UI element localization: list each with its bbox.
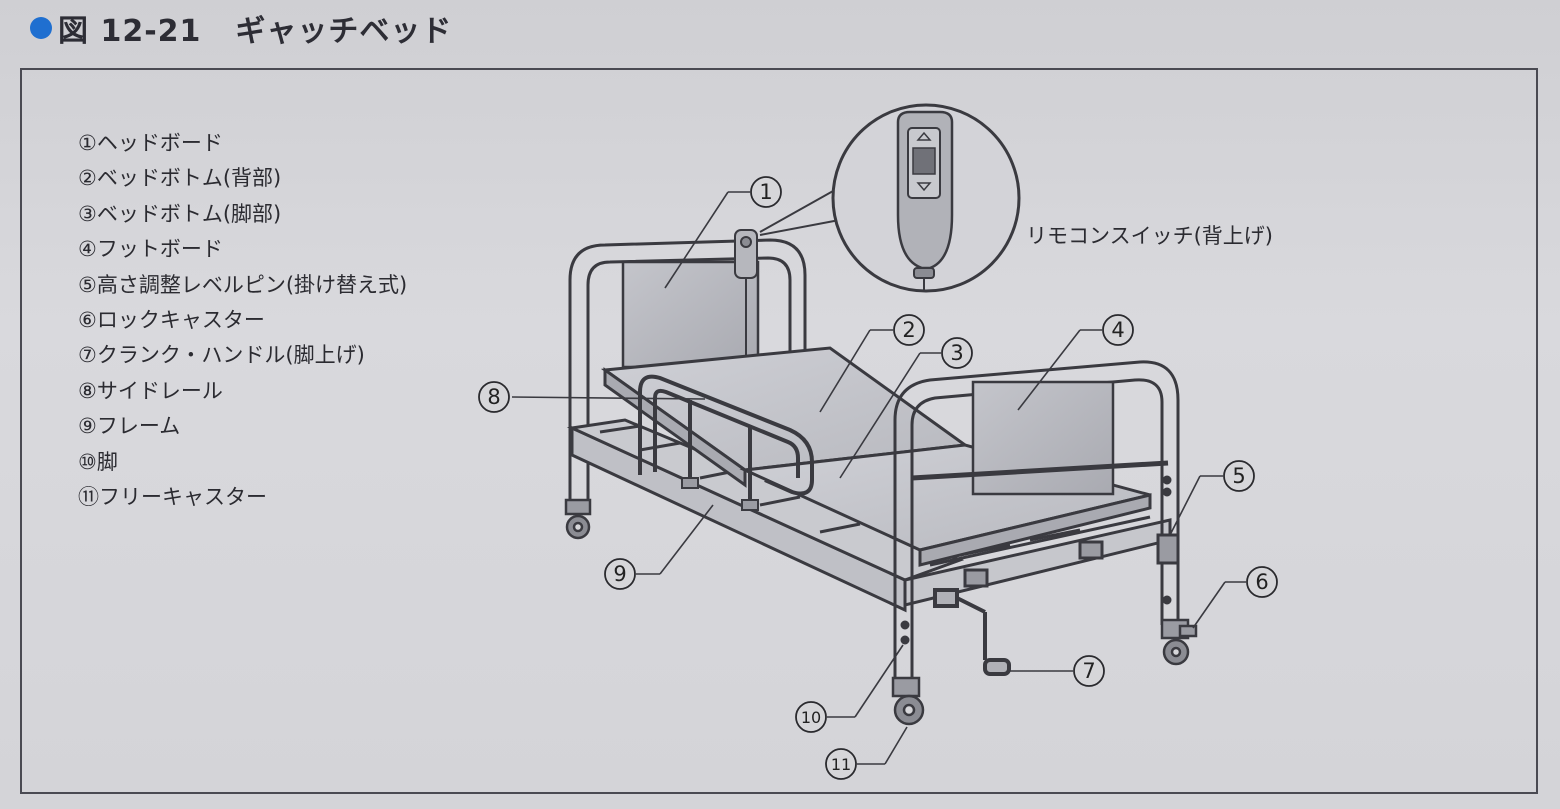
crank-handle: [933, 588, 1011, 676]
legend-item: ⑤高さ調整レベルピン(掛け替え式): [78, 272, 408, 297]
callout-8: 8: [478, 381, 510, 413]
legend-item: ③ベッドボトム(脚部): [78, 201, 282, 226]
side-rail: [638, 374, 814, 511]
callout-number: 11: [831, 755, 851, 774]
callout-number: 7: [1082, 659, 1095, 683]
legend-item: ⑪フリーキャスター: [78, 484, 267, 509]
callout-7: 7: [1073, 655, 1105, 687]
figure-number: 図 12-21: [58, 14, 202, 49]
free-caster: [891, 676, 925, 726]
headboard: [568, 238, 807, 510]
callout-number: 9: [613, 562, 626, 586]
callout-10: 10: [795, 701, 827, 733]
legend-item: ④フットボード: [78, 237, 223, 262]
figure-caption: ギャッチベッド: [235, 14, 453, 49]
legend-item: ⑦クランク・ハンドル(脚上げ): [78, 343, 365, 368]
callout-number: 3: [950, 341, 963, 365]
legend-item: ②ベッドボトム(背部): [78, 166, 282, 191]
parts-legend: ①ヘッドボード ②ベッドボトム(背部) ③ベッドボトム(脚部) ④フットボード …: [78, 126, 407, 515]
callout-number: 6: [1255, 570, 1268, 594]
callout-number: 1: [759, 180, 772, 204]
callout-number: 8: [487, 385, 500, 409]
legend-item: ⑧サイドレール: [78, 378, 223, 403]
callout-number: 5: [1232, 464, 1245, 488]
callout-number: 4: [1111, 318, 1124, 342]
callout-number: 10: [801, 708, 821, 727]
callout-6: 6: [1246, 566, 1278, 598]
footboard: [893, 360, 1180, 680]
callout-4: 4: [1102, 314, 1134, 346]
legend-item: ⑩脚: [78, 449, 118, 474]
bed-frame: [566, 418, 965, 613]
remote-switch-label: リモコンスイッチ(背上げ): [1026, 224, 1273, 248]
lock-caster: [1160, 618, 1198, 666]
figure-frame: [20, 68, 1538, 794]
bullet-icon: [30, 17, 52, 39]
remote-zoom: [759, 103, 1021, 293]
callout-5: 5: [1223, 460, 1255, 492]
legend-item: ⑨フレーム: [78, 414, 181, 439]
figure-title: 図 12-21 ギャッチベッド: [30, 6, 452, 50]
callout-number: 2: [902, 318, 915, 342]
callout-9: 9: [604, 558, 636, 590]
callout-11: 11: [825, 748, 857, 780]
leader-lines: [511, 191, 1246, 765]
legend-item: ①ヘッドボード: [78, 131, 223, 155]
callout-3: 3: [941, 337, 973, 369]
callout-1: 1: [750, 176, 782, 208]
callout-2: 2: [893, 314, 925, 346]
caster-back-left: [564, 498, 592, 540]
legend-item: ⑥ロックキャスター: [78, 307, 265, 332]
